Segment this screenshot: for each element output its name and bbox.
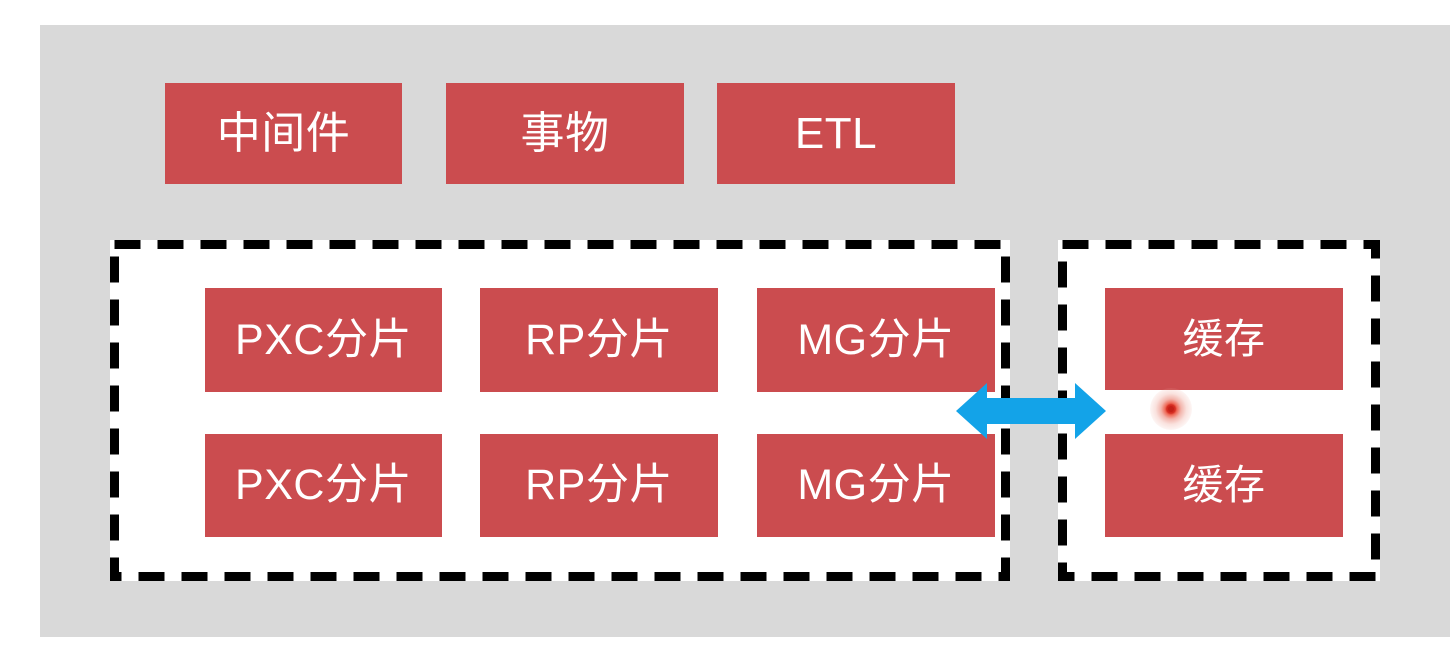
box-middleware[interactable]: 中间件 bbox=[165, 83, 402, 184]
box-pxc-shard-1[interactable]: PXC分片 bbox=[205, 288, 442, 392]
box-mg-shard-1[interactable]: MG分片 bbox=[757, 288, 995, 392]
group-shard-cluster: PXC分片 RP分片 MG分片 PXC分片 RP分片 MG分片 bbox=[110, 240, 1010, 581]
box-transaction[interactable]: 事物 bbox=[446, 83, 684, 184]
box-middleware-label: 中间件 bbox=[216, 108, 351, 158]
box-mg-shard-1-label: MG分片 bbox=[797, 315, 955, 364]
box-rp-shard-1-label: RP分片 bbox=[525, 315, 673, 364]
slide-canvas: 中间件 事物 ETL PXC分片 RP分片 MG分片 PXC bbox=[40, 25, 1450, 637]
box-mg-shard-2-label: MG分片 bbox=[797, 461, 955, 509]
box-transaction-label: 事物 bbox=[520, 108, 610, 158]
box-rp-shard-1[interactable]: RP分片 bbox=[480, 288, 718, 392]
box-mg-shard-2[interactable]: MG分片 bbox=[757, 434, 995, 537]
box-cache-2-label: 缓存 bbox=[1182, 462, 1266, 508]
box-cache-1[interactable]: 缓存 bbox=[1105, 288, 1343, 390]
box-pxc-shard-2[interactable]: PXC分片 bbox=[205, 434, 442, 537]
box-rp-shard-2[interactable]: RP分片 bbox=[480, 434, 718, 537]
group-cache-cluster: 缓存 缓存 bbox=[1058, 240, 1380, 581]
box-pxc-shard-1-label: PXC分片 bbox=[235, 315, 412, 364]
box-cache-2[interactable]: 缓存 bbox=[1105, 434, 1343, 537]
box-etl[interactable]: ETL bbox=[717, 83, 955, 184]
cursor-click-dot-icon bbox=[1150, 388, 1192, 430]
double-headed-arrow-icon[interactable] bbox=[956, 381, 1108, 441]
box-rp-shard-2-label: RP分片 bbox=[525, 461, 673, 509]
box-pxc-shard-2-label: PXC分片 bbox=[235, 461, 412, 509]
box-cache-1-label: 缓存 bbox=[1182, 315, 1266, 362]
box-etl-label: ETL bbox=[794, 108, 878, 158]
